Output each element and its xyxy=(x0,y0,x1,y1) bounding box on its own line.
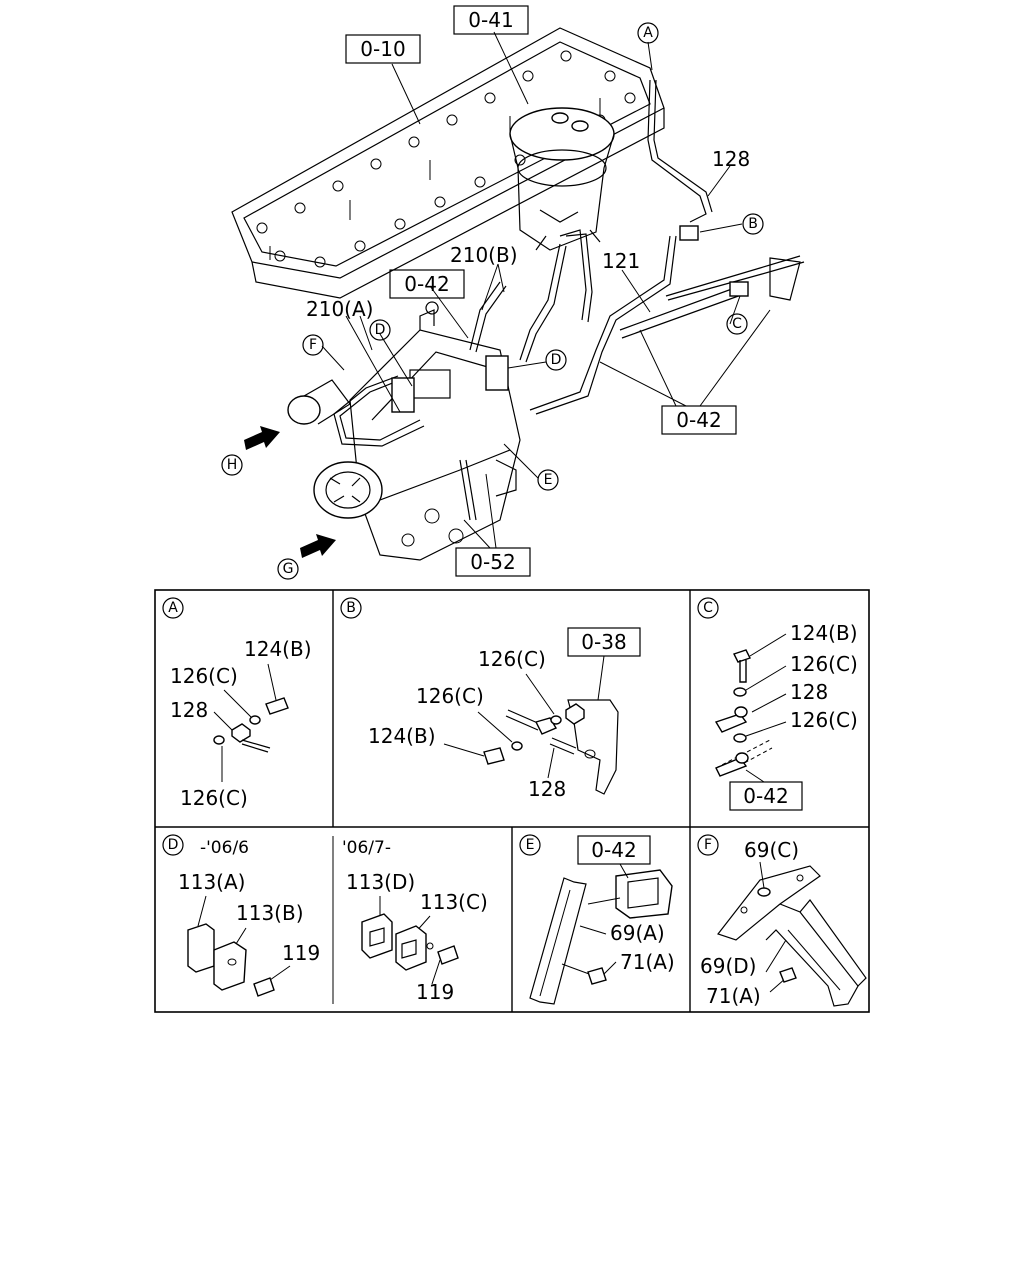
panel-d-right-title: '06/7- xyxy=(342,838,391,858)
panel-a-label-4: 126(C) xyxy=(180,786,248,810)
panel-d-right-label-2: 113(C) xyxy=(420,890,488,914)
fuel-pipes xyxy=(333,79,805,521)
part-121: 121 xyxy=(602,249,640,273)
callout-h: H xyxy=(221,454,243,476)
panel-d-left-title: -'06/6 xyxy=(200,838,249,858)
callout-c: C xyxy=(726,313,748,335)
panel-d: D -'06/6 '06/7- 113(A) 113(B) 119 113(D)… xyxy=(162,834,488,1004)
panel-c-ref-box xyxy=(729,781,803,811)
svg-text:A: A xyxy=(643,25,653,41)
panel-a-label-3: 128 xyxy=(170,698,208,722)
panel-c-label-3: 128 xyxy=(790,680,828,704)
svg-text:C: C xyxy=(732,316,742,332)
svg-text:D: D xyxy=(375,322,386,338)
svg-text:D: D xyxy=(551,352,562,368)
panel-d-left-label-3: 119 xyxy=(282,941,320,965)
part-128: 128 xyxy=(712,147,750,171)
svg-text:B: B xyxy=(748,216,758,232)
panel-e-ref: 0-42 xyxy=(591,838,636,862)
svg-text:H: H xyxy=(227,457,238,473)
panel-b-label-3: 124(B) xyxy=(368,724,436,748)
ref-0-42-b: 0-42 xyxy=(676,408,721,432)
svg-text:G: G xyxy=(283,561,294,577)
panel-c-letter: C xyxy=(703,600,713,616)
callout-e: E xyxy=(537,469,559,491)
panel-e-label-2: 71(A) xyxy=(620,950,675,974)
panel-b: B 0-38 126(C) 126(C) 124(B) 128 xyxy=(340,597,641,801)
ref-box-0-42-a xyxy=(389,269,465,299)
panel-b-letter: B xyxy=(346,600,356,616)
ref-box-0-41 xyxy=(453,5,529,35)
panel-d-right-drawing xyxy=(361,896,459,985)
panel-d-left-label-2: 113(B) xyxy=(236,901,304,925)
panel-a: A 124(B) 126(C) 128 126(C) xyxy=(162,597,312,810)
main-assembly: 0-10 0-41 0-42 0-42 0-52 128 121 210(A) … xyxy=(221,5,805,580)
injection-pump xyxy=(287,301,521,561)
part-210b: 210(B) xyxy=(450,243,518,267)
ref-0-10: 0-10 xyxy=(360,37,405,61)
panel-f-letter: F xyxy=(704,837,712,853)
panel-b-label-2: 126(C) xyxy=(416,684,484,708)
panel-e-label-1: 69(A) xyxy=(610,921,665,945)
panel-c-drawing xyxy=(714,633,787,783)
panel-c-ref: 0-42 xyxy=(743,784,788,808)
panel-b-drawing xyxy=(443,655,619,795)
panel-e-letter: E xyxy=(526,837,535,853)
panel-a-drawing xyxy=(213,663,289,782)
panel-b-label-4: 128 xyxy=(528,777,566,801)
panel-f-drawing xyxy=(717,861,867,1007)
ref-box-0-10 xyxy=(345,34,421,64)
panel-f: F 69(C) 69(D) 71(A) xyxy=(697,834,867,1008)
ref-0-52: 0-52 xyxy=(470,550,515,574)
detail-panels-grid xyxy=(154,589,870,1013)
panel-d-left-drawing xyxy=(187,895,291,997)
panel-e-ref-box xyxy=(577,835,651,865)
panel-f-label-2: 69(D) xyxy=(700,954,756,978)
panel-c-label-4: 126(C) xyxy=(790,708,858,732)
panel-d-left-label-1: 113(A) xyxy=(178,870,245,894)
panel-c: C 124(B) 126(C) 128 126(C) 0-42 xyxy=(697,597,858,811)
panel-d-letter: D xyxy=(168,837,179,853)
callout-g: G xyxy=(277,558,299,580)
fuel-filter xyxy=(509,107,615,251)
callout-d-2: D xyxy=(545,349,567,371)
panel-b-label-1: 126(C) xyxy=(478,647,546,671)
panel-a-label-2: 126(C) xyxy=(170,664,238,688)
panel-f-label-1: 69(C) xyxy=(744,838,799,862)
callout-a: A xyxy=(637,22,659,44)
panel-e: E 0-42 69(A) 71(A) xyxy=(519,834,675,1005)
direction-arrows xyxy=(244,426,336,558)
callout-d-1: D xyxy=(369,319,391,341)
svg-text:F: F xyxy=(309,337,317,353)
callout-f: F xyxy=(302,334,324,356)
oil-pan xyxy=(231,27,665,299)
panel-d-right-label-1: 113(D) xyxy=(346,870,415,894)
callout-b: B xyxy=(742,213,764,235)
ref-box-0-42-b xyxy=(661,405,737,435)
panel-c-label-1: 124(B) xyxy=(790,621,858,645)
panel-d-right-label-3: 119 xyxy=(416,980,454,1004)
panel-b-ref: 0-38 xyxy=(581,630,626,654)
ref-box-0-52 xyxy=(455,547,531,577)
panel-f-label-3: 71(A) xyxy=(706,984,761,1008)
panel-e-drawing xyxy=(529,863,673,1005)
leader-lines xyxy=(321,31,771,549)
panel-a-label-1: 124(B) xyxy=(244,637,312,661)
panel-a-letter: A xyxy=(168,600,178,616)
ref-0-42-a: 0-42 xyxy=(404,272,449,296)
ref-0-41: 0-41 xyxy=(468,8,513,32)
svg-text:E: E xyxy=(544,472,553,488)
panel-c-label-2: 126(C) xyxy=(790,652,858,676)
part-210a: 210(A) xyxy=(306,297,373,321)
